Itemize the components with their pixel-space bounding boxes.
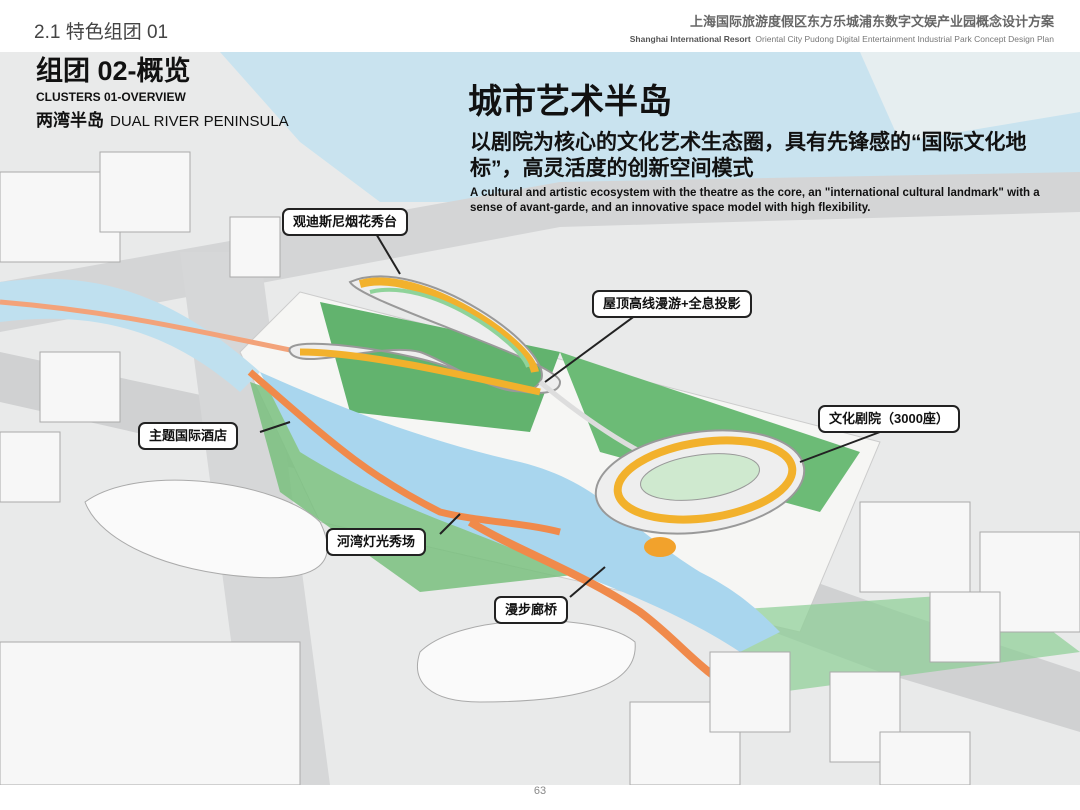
label-rooftop-walk: 屋顶高线漫游+全息投影 — [592, 290, 752, 318]
project-en-bold: Shanghai International Resort — [629, 34, 751, 44]
concept-description: A cultural and artistic ecosystem with t… — [470, 187, 1040, 214]
project-title-en: Shanghai International Resort Oriental C… — [630, 34, 1054, 45]
project-en-rest: Oriental City Pudong Digital Entertainme… — [755, 34, 1054, 44]
concept-title: 城市艺术半岛 — [468, 83, 672, 121]
label-light-show: 河湾灯光秀场 — [326, 528, 427, 556]
page-number: 63 — [533, 785, 547, 797]
label-fireworks-stage: 观迪斯尼烟花秀台 — [282, 208, 409, 236]
overview-title: 组团 02-概览 — [36, 56, 191, 86]
section-title: 2.1 特色组团 01 — [34, 22, 169, 43]
project-title-cn: 上海国际旅游度假区东方乐城浦东数字文娱产业园概念设计方案 — [689, 14, 1054, 29]
concept-subtitle: 以剧院为核心的文化艺术生态圈，具有先锋感的“国际文化地标”，高灵活度的创新空间模… — [470, 131, 1027, 180]
area-name-en: DUAL RIVER PENINSULA — [110, 113, 289, 130]
site-rendering — [0, 52, 1080, 785]
area-name: 两湾半岛 DUAL RIVER PENINSULA — [36, 111, 289, 132]
label-theatre: 文化剧院（3000座） — [818, 405, 960, 433]
label-hotel: 主题国际酒店 — [138, 422, 239, 450]
label-bridge: 漫步廊桥 — [494, 596, 569, 624]
overview-subtitle: CLUSTERS 01-OVERVIEW — [36, 90, 186, 104]
area-name-cn: 两湾半岛 — [36, 111, 104, 130]
